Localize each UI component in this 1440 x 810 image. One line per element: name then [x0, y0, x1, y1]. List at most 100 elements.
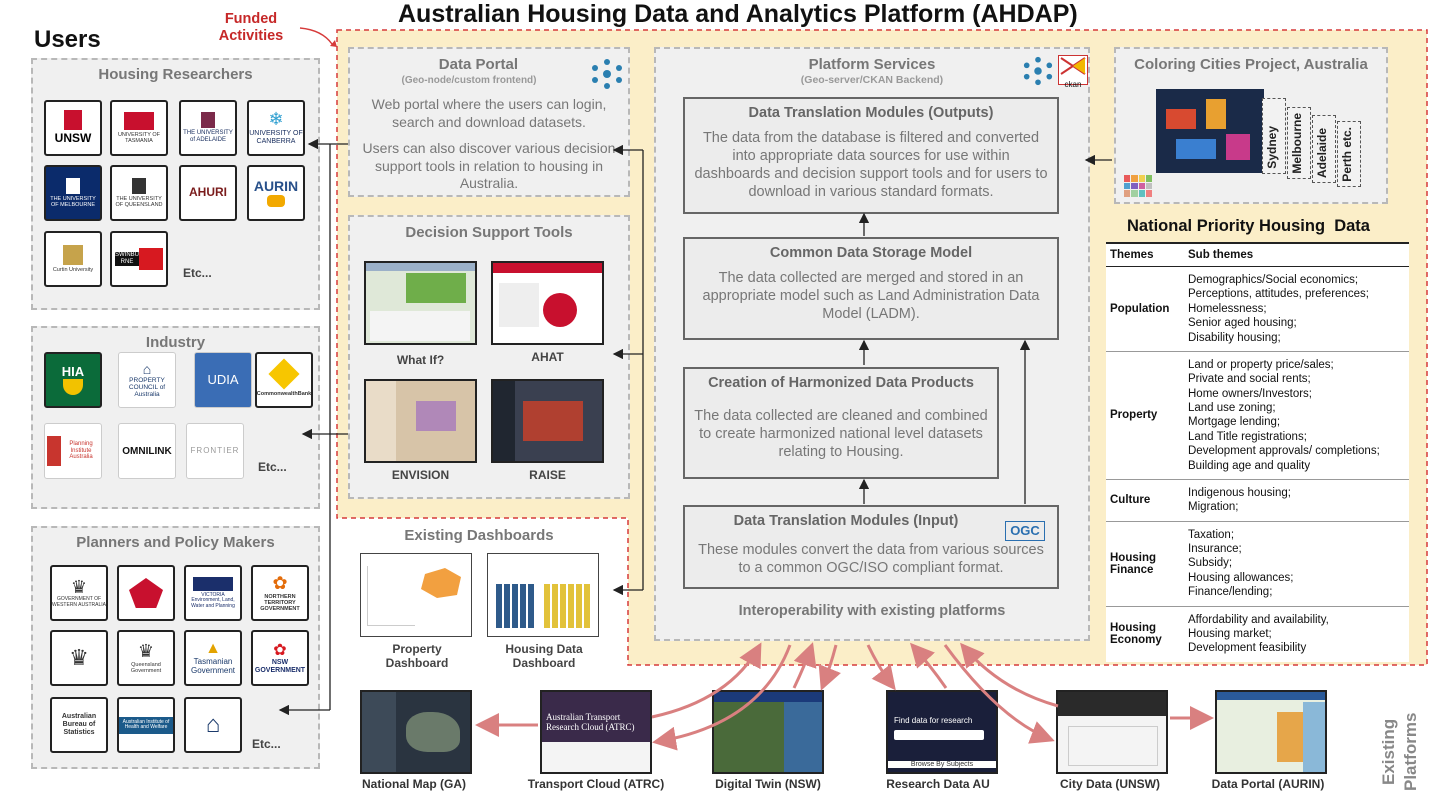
harmonized-products-box: Creation of Harmonized Data Products The…	[683, 367, 999, 479]
platform-atrc-thumbnail[interactable]: Australian Transport Research Cloud (ATR…	[540, 690, 652, 774]
planners-title: Planners and Policy Makers	[76, 534, 275, 551]
tool-ahat-label: AHAT	[531, 350, 564, 364]
platform-digital-twin-thumbnail[interactable]	[712, 690, 824, 774]
housing-researchers-title: Housing Researchers	[98, 66, 253, 83]
logo-ahuri: AHURI	[179, 165, 237, 221]
planners-panel: Planners and Policy Makers ♛ GOVERNMENT …	[31, 526, 320, 769]
output-modules-box: Data Translation Modules (Outputs) The d…	[683, 97, 1059, 214]
platform-research-data-thumbnail[interactable]: Find data for research Browse By Subject…	[886, 690, 998, 774]
storage-model-text: The data collected are merged and stored…	[702, 270, 1040, 323]
tool-raise-label: RAISE	[529, 468, 566, 482]
ckan-icon: ckan	[1058, 55, 1088, 89]
logo-nsw-gov: ✿ NSW GOVERNMENT	[251, 630, 309, 686]
housing-dashboard-thumbnail[interactable]	[487, 553, 599, 637]
color-swatch-grid	[1124, 175, 1152, 197]
harmonized-products-text: The data collected are cleaned and combi…	[694, 408, 988, 461]
theme-row-culture: Culture Indigenous housing;Migration;	[1106, 479, 1409, 522]
sub-themes: Demographics/Social economics;Perception…	[1184, 266, 1409, 352]
logo-pia: Planning Institute Australia	[44, 423, 102, 479]
col-themes: Themes	[1106, 244, 1184, 267]
tool-raise-thumbnail[interactable]	[491, 379, 604, 463]
decision-support-title: Decision Support Tools	[405, 224, 573, 241]
funded-activities-label: Funded Activities	[218, 11, 284, 45]
sub-themes: Land or property price/sales;Private and…	[1184, 351, 1409, 480]
data-portal-text-1: Web portal where the users can login, se…	[371, 96, 607, 130]
platform-national-map-label: National Map (GA)	[362, 777, 466, 791]
output-modules-title: Data Translation Modules (Outputs)	[748, 105, 994, 121]
existing-platforms-label: Existing Platforms	[1379, 712, 1420, 792]
industry-title: Industry	[145, 334, 206, 351]
tool-envision-label: ENVISION	[391, 468, 450, 482]
logo-property-council: ⌂ PROPERTY COUNCIL of Australia	[118, 352, 176, 408]
data-portal-subtitle: (Geo-node/custom frontend)	[401, 75, 537, 86]
logo-sa-gov	[117, 565, 175, 621]
logo-hia: HIA	[44, 352, 102, 408]
theme-row-housing-economy: Housing Economy Affordability and availa…	[1106, 606, 1409, 662]
theme-row-housing-finance: Housing Finance Taxation;Insurance;Subsi…	[1106, 521, 1409, 607]
logo-aurin: AURIN	[247, 165, 305, 221]
logo-commonwealth: ♛	[50, 630, 108, 686]
page-title: Australian Housing Data and Analytics Pl…	[398, 0, 1078, 28]
logo-housing-agency: ⌂	[184, 697, 242, 753]
platform-digital-twin-label: Digital Twin (NSW)	[715, 777, 821, 791]
input-modules-box: Data Translation Modules (Input) OGC The…	[683, 505, 1059, 589]
city-card-sydney[interactable]: Sydney	[1262, 98, 1286, 174]
logo-frontier: FRONTIER	[186, 423, 244, 479]
data-portal-title: Data Portal	[438, 56, 518, 73]
coloring-cities-map[interactable]	[1156, 89, 1264, 173]
output-modules-text: The data from the database is filtered a…	[694, 130, 1048, 201]
logo-aihw: Australian Institute of Health and Welfa…	[117, 697, 175, 753]
city-card-melbourne[interactable]: Melbourne	[1287, 107, 1311, 179]
tool-whatif-thumbnail[interactable]	[364, 261, 477, 345]
priority-data-title: National Priority Housing Data	[1127, 217, 1370, 235]
ogc-icon: OGC	[1005, 521, 1045, 541]
platform-atrc-label: Transport Cloud (ATRC)	[527, 777, 665, 791]
funded-pointer-arrow	[299, 27, 333, 45]
city-card-adelaide[interactable]: Adelaide	[1312, 115, 1336, 183]
logo-abs: Australian Bureau of Statistics	[50, 697, 108, 753]
tool-ahat-thumbnail[interactable]	[491, 261, 604, 345]
industry-etc: Etc...	[258, 460, 287, 474]
input-modules-text: These modules convert the data from vari…	[698, 542, 1044, 577]
platform-services-panel: Platform Services (Geo-server/CKAN Backe…	[654, 47, 1090, 641]
coloring-cities-panel: Coloring Cities Project, Australia Sydne…	[1114, 47, 1388, 204]
industry-panel: Industry HIA ⌂ PROPERTY COUNCIL of Austr…	[31, 326, 320, 509]
tool-whatif-label: What If?	[396, 353, 445, 367]
platform-national-map-thumbnail[interactable]	[360, 690, 472, 774]
theme-name: Property	[1106, 351, 1184, 480]
harmonized-products-title: Creation of Harmonized Data Products	[708, 375, 974, 391]
researchers-etc: Etc...	[183, 266, 212, 280]
city-card-perth[interactable]: Perth etc.	[1337, 121, 1361, 187]
logo-queensland-gov: ♛ Queensland Government	[117, 630, 175, 686]
logo-unsw: UNSW	[44, 100, 102, 156]
logo-queensland: THE UNIVERSITY OF QUEENSLAND	[110, 165, 168, 221]
property-dashboard-label: Property Dashboard	[385, 642, 449, 670]
logo-northern-territory: ✿ NORTHERN TERRITORY GOVERNMENT	[251, 565, 309, 621]
housing-researchers-panel: Housing Researchers UNSW UNIVERSITY OF T…	[31, 58, 320, 310]
priority-data-table: Themes Sub themes Population Demographic…	[1106, 244, 1409, 662]
housing-dashboard-label: Housing Data Dashboard	[505, 642, 583, 670]
data-portal-panel: Data Portal (Geo-node/custom frontend) W…	[348, 47, 630, 197]
property-dashboard-thumbnail[interactable]	[360, 553, 472, 637]
storage-model-box: Common Data Storage Model The data colle…	[683, 237, 1059, 340]
platform-aurin-label: Data Portal (AURIN)	[1211, 777, 1325, 791]
data-portal-text-2: Users can also discover various decision…	[362, 140, 616, 191]
logo-canberra: ❄ UNIVERSITY OF CANBERRA	[247, 100, 305, 156]
logo-swinburne: SWINBURNE	[110, 231, 168, 287]
sub-themes: Indigenous housing;Migration;	[1184, 479, 1409, 522]
platform-services-title: Platform Services	[808, 56, 936, 73]
input-modules-title: Data Translation Modules (Input)	[733, 513, 959, 529]
platform-aurin-thumbnail[interactable]	[1215, 690, 1327, 774]
geonode-icon	[590, 57, 624, 91]
tool-envision-thumbnail[interactable]	[364, 379, 477, 463]
platform-city-data-thumbnail[interactable]	[1056, 690, 1168, 774]
geoserver-icon	[1022, 55, 1054, 87]
sub-themes: Taxation;Insurance;Subsidy;Housing allow…	[1184, 521, 1409, 607]
users-heading: Users	[34, 26, 101, 53]
platform-services-subtitle: (Geo-server/CKAN Backend)	[800, 74, 944, 86]
theme-name: Housing Economy	[1110, 622, 1162, 647]
theme-row-property: Property Land or property price/sales;Pr…	[1106, 351, 1409, 480]
logo-omnilink: OMNILINK	[118, 423, 176, 479]
logo-commbank: CommonwealthBank	[255, 352, 313, 408]
col-subthemes: Sub themes	[1184, 244, 1409, 267]
